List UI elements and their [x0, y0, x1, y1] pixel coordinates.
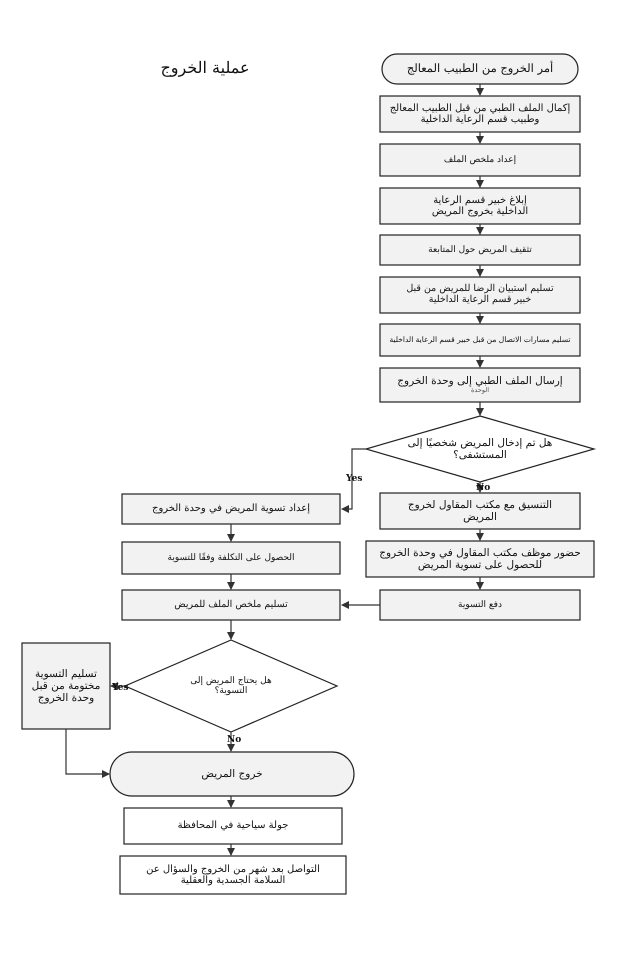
decision2-text: هل يحتاج المريض إلى التسوية؟ — [190, 675, 272, 696]
stamped-text: تسليم التسوية مختومة من قبل وحدة الخروج — [31, 667, 101, 705]
decision1-no-label: No — [476, 483, 490, 493]
contacts-text: تسليم مسارات الاتصال من قبل خبير قسم الر… — [389, 334, 571, 344]
survey-text: تسليم استبيان الرضا للمريض من قبل خبير ق… — [406, 283, 554, 305]
prep-settlement-text: إعداد تسوية المريض في وحدة الخروج — [152, 503, 310, 515]
decision2-no-label: No — [227, 735, 241, 745]
decision1-yes-label: Yes — [345, 474, 362, 484]
page-title: عملية الخروج — [160, 58, 250, 77]
discharge-terminal — [109, 751, 355, 797]
complete-file-box — [379, 95, 581, 133]
stamped-box — [21, 642, 111, 730]
send-file-sublabel: الوحدة — [471, 386, 489, 395]
prepare-summary-box — [379, 143, 581, 177]
deliver-summary-text: تسليم ملخص الملف للمريض — [174, 598, 288, 610]
contractor-box — [365, 540, 595, 578]
pay-text: دفع التسوية — [458, 599, 502, 610]
edge-decision1-yes — [341, 448, 366, 513]
prepare-summary-text: إعداد ملخص الملف — [443, 154, 517, 165]
decision1-text: هل تم إدخال المريض شخصيًا إلى المستشفى؟ — [407, 436, 553, 461]
prep-settlement-box — [121, 493, 341, 525]
followup-text: التواصل بعد شهر من الخروج والسؤال عن الس… — [146, 863, 320, 887]
get-cost-text: الحصول على التكلفة وفقًا للتسوية — [167, 552, 295, 563]
coord-box — [379, 492, 581, 530]
deliver-summary-box — [121, 589, 341, 621]
followup-box — [119, 855, 347, 895]
tour-box — [123, 807, 343, 845]
tour-text: جولة سياحية في المحافظة — [177, 820, 289, 832]
send-file-text: إرسال الملف الطبي إلى وحدة الخروج الوحدة — [380, 368, 580, 402]
get-cost-box — [121, 541, 341, 575]
notify-expert-text: إبلاغ خبير قسم الرعاية الداخلية بخروج ال… — [431, 194, 529, 218]
discharge-text: خروج المريض — [201, 767, 263, 780]
send-file-box — [379, 367, 581, 403]
coord-text: التنسيق مع مكتب المقاول لخروج المريض — [407, 498, 553, 523]
decision2-yes-label: Yes — [111, 683, 128, 693]
edge-stamped-discharge — [65, 729, 110, 778]
educate-text: تثقيف المريض حول المتابعة — [428, 244, 532, 255]
send-file-label: إرسال الملف الطبي إلى وحدة الخروج — [397, 375, 563, 388]
contractor-text: حضور موظف مكتب المقاول في وحدة الخروج لل… — [379, 546, 581, 571]
start-text: أمر الخروج من الطبيب المعالج — [406, 61, 554, 76]
complete-file-text: إكمال الملف الطبي من قبل الطبيب المعالج … — [389, 102, 571, 126]
